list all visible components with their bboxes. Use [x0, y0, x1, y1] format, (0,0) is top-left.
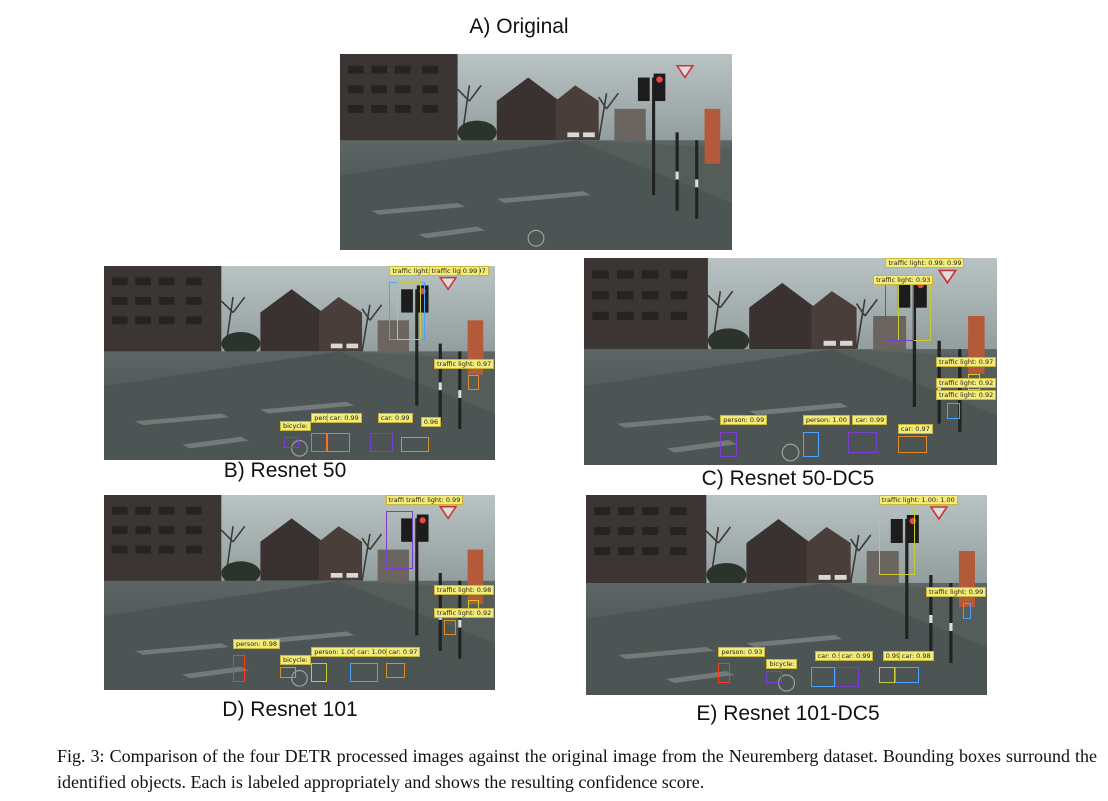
image-resnet50-dc5: traffic light: 0.99: 0.99 traffic light: …	[584, 258, 997, 465]
bounding-box	[718, 663, 731, 683]
image-resnet101-dc5: traffic light: 1.00: 1.00 traffic light: …	[586, 495, 987, 695]
bounding-box	[878, 667, 895, 683]
bounding-box	[283, 436, 300, 449]
bounding-box	[311, 432, 327, 453]
figure-caption: Fig. 3: Comparison of the four DETR proc…	[57, 746, 1097, 792]
panel-title-a: A) Original	[469, 15, 569, 38]
street-scene	[340, 54, 732, 250]
detection-label: traffic light: 0.97	[936, 357, 997, 368]
bounding-box	[311, 662, 327, 683]
bounding-box	[385, 662, 406, 679]
detection-label: car: 0.99	[852, 415, 888, 426]
image-original	[340, 54, 732, 250]
panel-title-b: B) Resnet 50	[223, 459, 347, 482]
detection-label: person: 1.00	[311, 647, 359, 658]
bounding-box	[802, 431, 820, 457]
bounding-box	[878, 507, 915, 575]
detection-label: car: 0.99	[326, 413, 362, 424]
detection-label: bicycle:	[766, 659, 798, 669]
detection-label: car: 0.99	[377, 413, 413, 424]
bounding-box	[350, 662, 378, 683]
detection-label: car: 0.97	[385, 647, 421, 658]
bounding-box	[894, 667, 919, 683]
detection-label: car: 0.98	[898, 651, 934, 661]
detection-label: bicycle:	[279, 654, 311, 665]
bounding-box	[397, 281, 421, 340]
bounding-box	[326, 432, 351, 453]
detection-label: traffic light: 0.98	[434, 584, 495, 595]
detection-label: traffi traffic light: 0.99	[385, 495, 464, 505]
detection-label: person: 1.00	[802, 415, 850, 426]
detection-label: traffic light: 0.99: 0.99	[885, 258, 965, 268]
bounding-box	[720, 431, 737, 457]
bounding-box	[467, 374, 480, 391]
detection-label: 0.96	[420, 417, 442, 428]
detection-label: car: 0.99	[838, 651, 874, 661]
detection-label: bicycle:	[279, 421, 311, 432]
bounding-box	[947, 402, 960, 420]
detection-label: traffic light: 0.92	[936, 378, 997, 389]
detection-label: person: 0.98	[233, 639, 281, 650]
detection-label: traffic light: 0.97	[428, 266, 489, 276]
detection-label: car: 0.97	[897, 423, 933, 434]
bounding-box	[834, 667, 859, 687]
image-resnet101: traffi traffic light: 0.99 traffic light:…	[104, 495, 495, 690]
detection-label: 0.99	[459, 266, 481, 276]
bounding-box	[962, 603, 971, 619]
bounding-box	[885, 282, 915, 341]
panel-title-d: D) Resnet 101	[222, 698, 358, 721]
bounding-box	[897, 436, 927, 453]
detection-label: traffic light: 1.00: 1.00	[878, 495, 958, 505]
bounding-box	[233, 654, 245, 683]
detection-label: traffic light: 0.92	[434, 608, 495, 619]
detection-label: traffic light: 0.97	[434, 359, 495, 370]
detection-label: traffic light: 0.93	[873, 274, 934, 285]
detection-label: person: 0.99	[720, 415, 768, 426]
bounding-box	[810, 667, 835, 687]
detection-label: person: 0.93	[718, 647, 766, 657]
detection-label: car: 1.00	[354, 647, 390, 658]
panel-title-e: E) Resnet 101-DC5	[696, 702, 880, 725]
bounding-box	[369, 432, 394, 453]
bounding-box	[279, 666, 296, 679]
bounding-box	[766, 671, 783, 683]
detection-label: traffic light: 0.92	[936, 390, 997, 401]
street-scene	[584, 258, 997, 465]
panel-title-c: C) Resnet 50-DC5	[701, 467, 875, 490]
street-scene	[104, 495, 495, 690]
bounding-box	[401, 436, 429, 453]
bounding-box	[848, 431, 878, 453]
bounding-box	[444, 619, 456, 636]
detection-label: traffic light: 0.99	[926, 587, 987, 597]
bounding-box	[385, 510, 413, 570]
